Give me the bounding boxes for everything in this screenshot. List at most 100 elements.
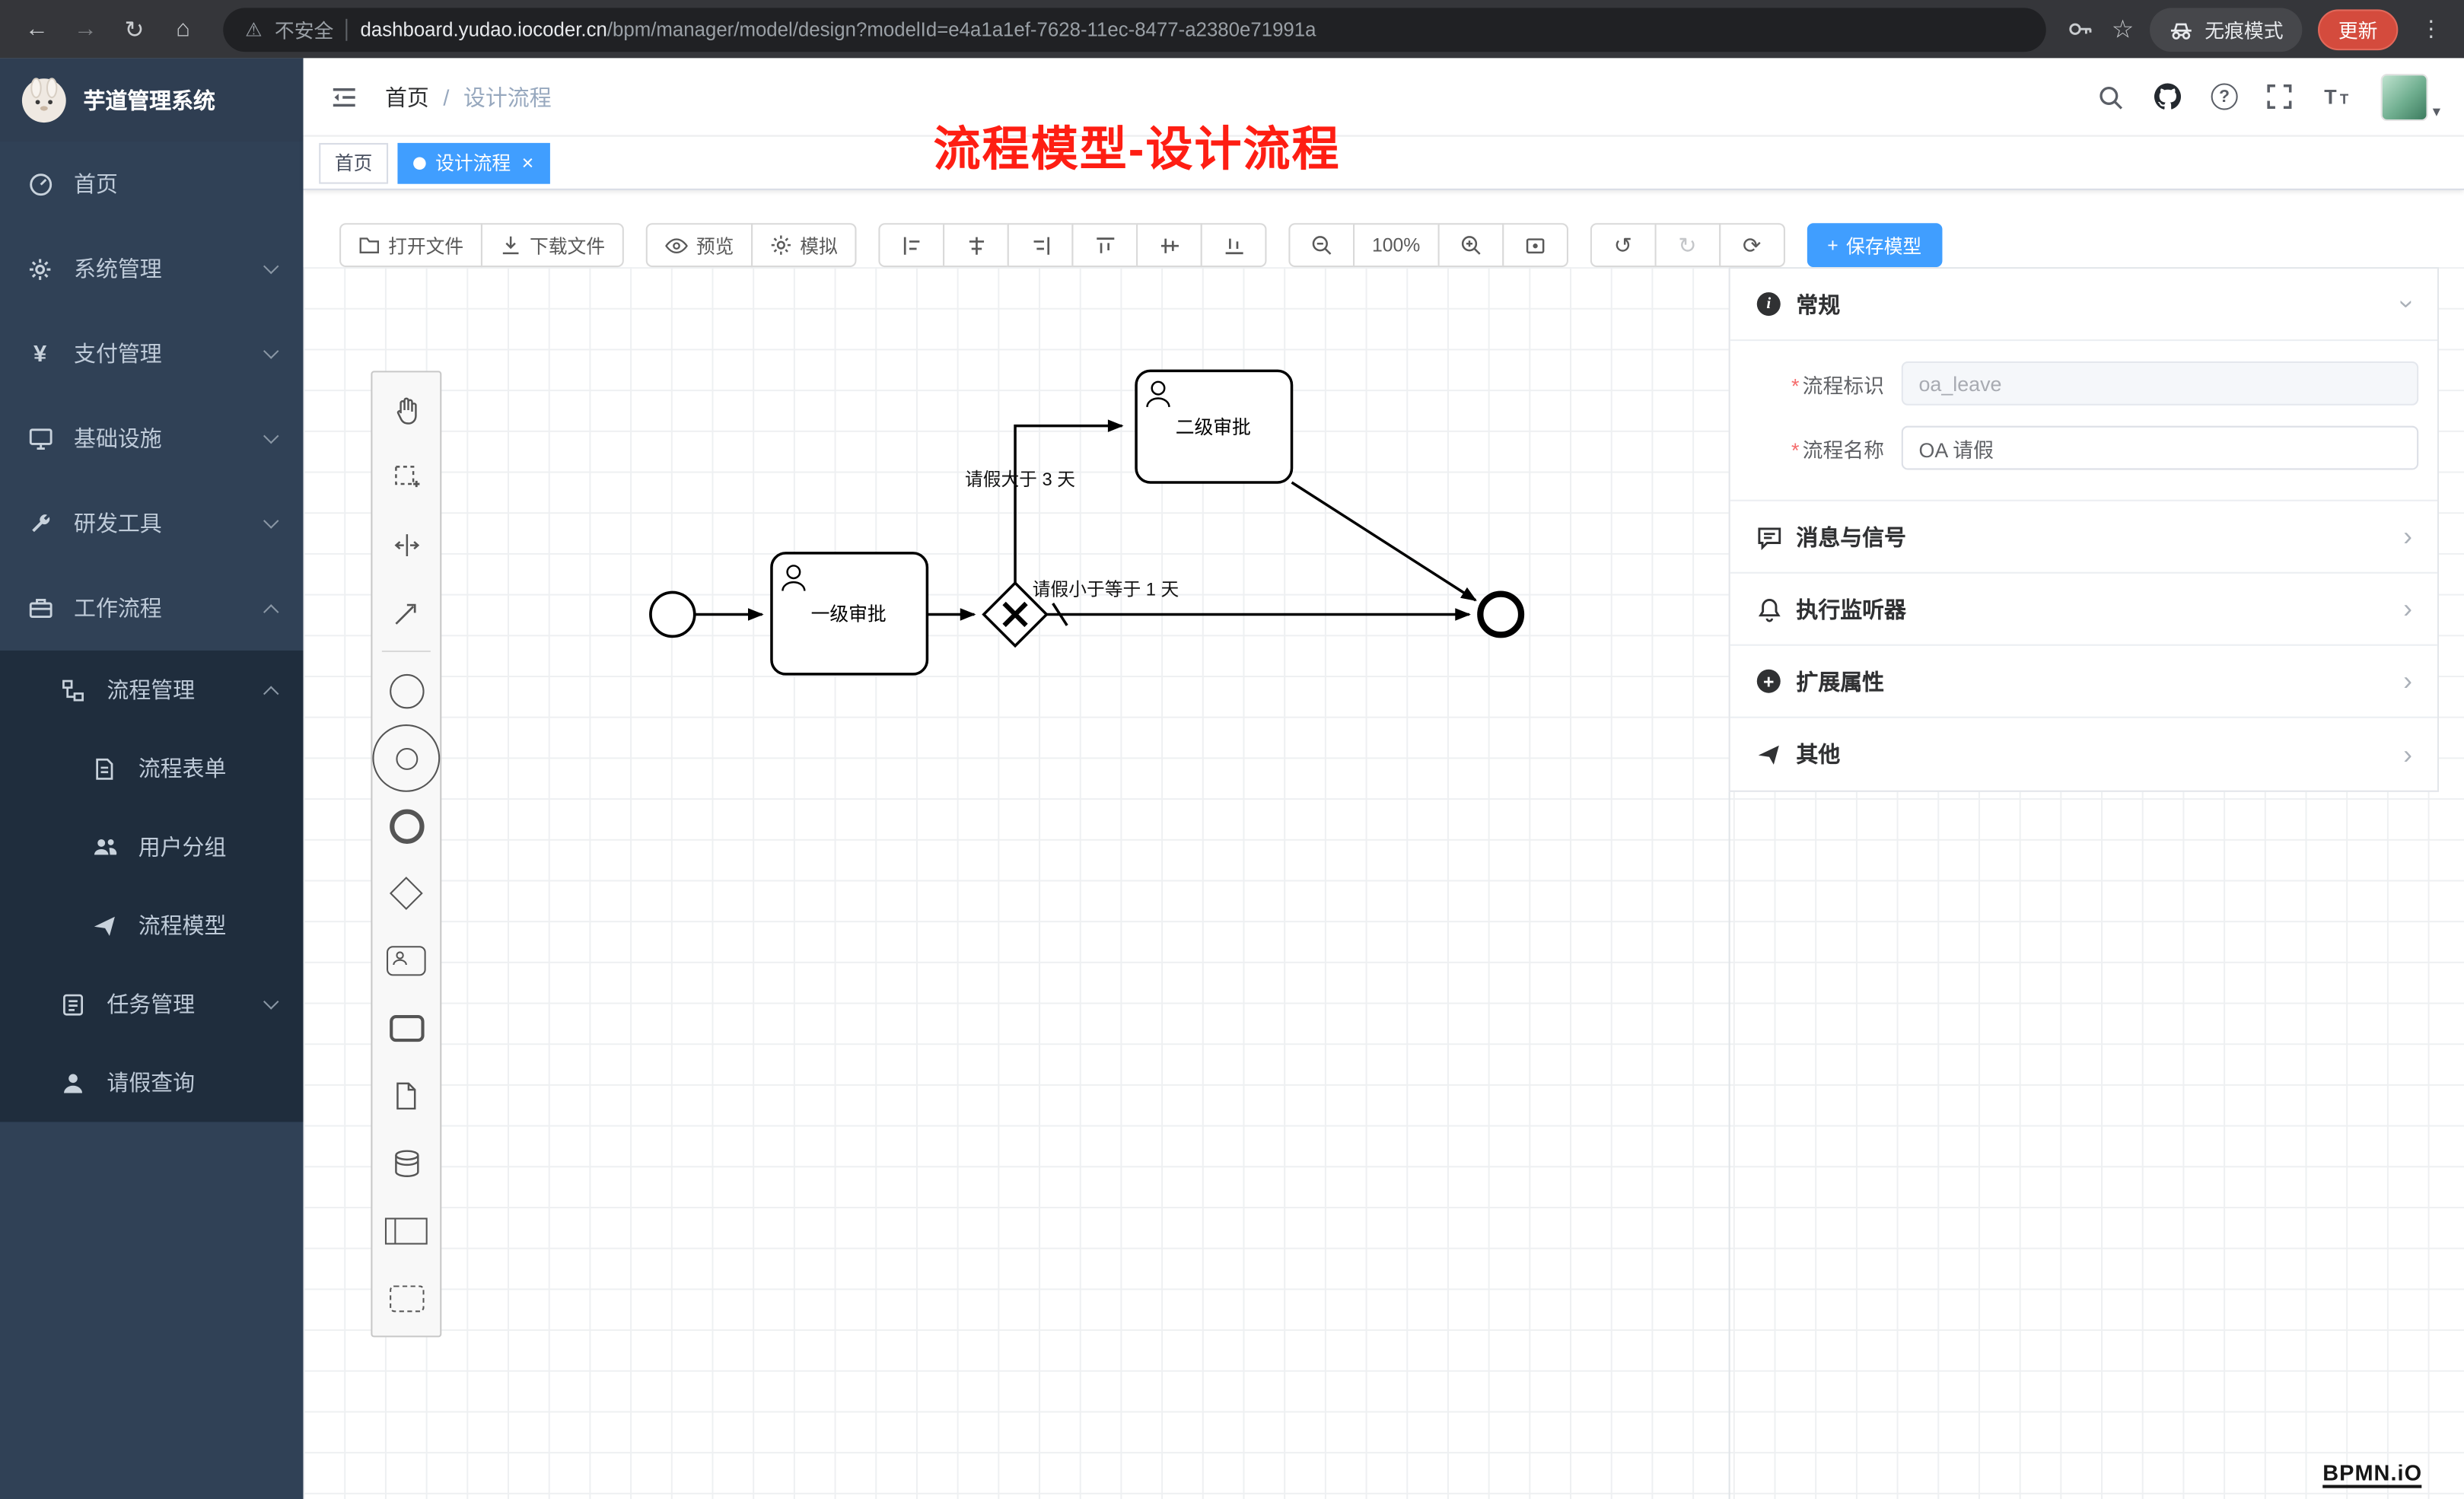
- undo-button[interactable]: ↺: [1590, 223, 1657, 268]
- zoom-out-button[interactable]: [1288, 223, 1355, 268]
- align-right-button[interactable]: [1007, 223, 1074, 268]
- lasso-tool[interactable]: [372, 443, 440, 511]
- search-icon[interactable]: [2095, 81, 2126, 112]
- bpmn-diagram: 一级审批 二级审批: [649, 369, 1525, 676]
- paper-plane-icon: [91, 912, 118, 939]
- section-messages-signals[interactable]: 消息与信号 ›: [1730, 501, 2437, 574]
- forward-button[interactable]: →: [74, 15, 98, 43]
- svg-text:T: T: [2325, 85, 2338, 108]
- info-icon: i: [1756, 291, 1782, 317]
- update-button[interactable]: 更新: [2317, 8, 2399, 50]
- browser-menu-button[interactable]: ⋮: [2420, 15, 2443, 41]
- align-middle-button[interactable]: [1136, 223, 1202, 268]
- sidebar-item-label: 用户分组: [138, 834, 227, 860]
- refresh-button[interactable]: ⟳: [1718, 223, 1785, 268]
- sidebar-item-payment-management[interactable]: ¥ 支付管理: [0, 311, 304, 396]
- sidebar-item-system-management[interactable]: 系统管理: [0, 226, 304, 311]
- hand-tool[interactable]: [372, 376, 440, 444]
- create-start-event[interactable]: [372, 657, 440, 724]
- label-condition-le1: 请假小于等于 1 天: [1033, 580, 1179, 600]
- create-exclusive-gateway[interactable]: [372, 860, 440, 928]
- app-title: 芋道管理系统: [83, 87, 215, 113]
- section-others[interactable]: 其他 ›: [1730, 718, 2437, 791]
- preview-button[interactable]: 预览: [645, 223, 753, 268]
- button-label: 预览: [696, 234, 734, 257]
- create-end-event[interactable]: [372, 792, 440, 860]
- user-task-level2[interactable]: 二级审批: [1135, 369, 1294, 484]
- section-general[interactable]: i 常规 ›: [1730, 269, 2437, 342]
- sequence-flow-task2-to-end[interactable]: [1291, 481, 1477, 602]
- create-user-task[interactable]: [372, 927, 440, 995]
- bpmn-io-watermark[interactable]: BPMN.iO: [2322, 1459, 2423, 1488]
- download-file-button[interactable]: 下载文件: [480, 223, 624, 268]
- address-bar[interactable]: ⚠ 不安全 dashboard.yudao.iocoder.cn/bpm/man…: [223, 7, 2045, 52]
- sidebar-item-process-model[interactable]: 流程模型: [0, 886, 304, 965]
- sidebar-item-label: 支付管理: [74, 341, 162, 367]
- tab-home[interactable]: 首页: [319, 142, 389, 183]
- font-size-icon[interactable]: T T: [2322, 81, 2354, 112]
- user-task-level1[interactable]: 一级审批: [770, 552, 929, 676]
- sidebar-item-process-management[interactable]: 流程管理: [0, 651, 304, 729]
- section-title: 扩展属性: [1796, 668, 1885, 694]
- active-dot: [413, 156, 426, 169]
- password-key-icon[interactable]: [2064, 14, 2096, 45]
- open-file-button[interactable]: 打开文件: [339, 223, 483, 268]
- zoom-reset-button[interactable]: [1501, 223, 1568, 268]
- sidebar-item-infrastructure[interactable]: 基础设施: [0, 396, 304, 481]
- global-connect-tool[interactable]: [372, 578, 440, 646]
- chevron-up-icon: [263, 603, 279, 619]
- section-execution-listeners[interactable]: 执行监听器 ›: [1730, 574, 2437, 646]
- back-button[interactable]: ←: [25, 15, 49, 43]
- close-icon[interactable]: ×: [521, 151, 534, 175]
- home-button[interactable]: ⌂: [176, 15, 190, 43]
- wrench-icon: [27, 510, 53, 536]
- end-event[interactable]: [1477, 590, 1525, 638]
- history-group: ↺ ↻ ⟳: [1590, 223, 1785, 268]
- properties-panel: i 常规 › *流程标识 *流程名称: [1728, 267, 2440, 792]
- sequence-flow-gateway-to-task2[interactable]: [1014, 419, 1124, 584]
- breadcrumb-current: 设计流程: [463, 84, 552, 110]
- bpmn-canvas[interactable]: 打开文件 下载文件: [303, 189, 2464, 1499]
- sidebar-item-devtools[interactable]: 研发工具: [0, 481, 304, 566]
- bookmark-star-icon[interactable]: ☆: [2111, 16, 2135, 43]
- create-group[interactable]: [372, 1265, 440, 1332]
- app-logo-row[interactable]: 芋道管理系统: [0, 58, 304, 142]
- sidebar-item-task-management[interactable]: 任务管理: [0, 965, 304, 1043]
- sidebar-item-process-form[interactable]: 流程表单: [0, 729, 304, 807]
- space-tool[interactable]: [372, 511, 440, 578]
- redo-button[interactable]: ↻: [1654, 223, 1721, 268]
- save-model-button[interactable]: + 保存模型: [1807, 223, 1943, 268]
- align-left-button[interactable]: [878, 223, 945, 268]
- process-key-input[interactable]: [1901, 361, 2419, 406]
- github-icon[interactable]: [2153, 81, 2184, 112]
- fullscreen-icon[interactable]: [2265, 81, 2296, 112]
- zoom-group: 100%: [1288, 223, 1568, 268]
- create-call-activity[interactable]: [372, 995, 440, 1062]
- exclusive-gateway[interactable]: [982, 581, 1049, 648]
- help-icon[interactable]: ?: [2211, 83, 2238, 110]
- align-bottom-button[interactable]: [1200, 223, 1267, 268]
- tab-design-process[interactable]: 设计流程 ×: [397, 142, 550, 183]
- breadcrumb-home[interactable]: 首页: [384, 84, 429, 110]
- start-event[interactable]: [649, 590, 696, 638]
- user-menu[interactable]: ▾: [2380, 73, 2440, 120]
- section-extended-attributes[interactable]: + 扩展属性 ›: [1730, 646, 2437, 718]
- sidebar-item-label: 请假查询: [107, 1070, 196, 1096]
- reload-button[interactable]: ↻: [124, 16, 145, 43]
- align-top-button[interactable]: [1071, 223, 1138, 268]
- sidebar-item-workflow[interactable]: 工作流程: [0, 565, 304, 651]
- avatar[interactable]: [2380, 73, 2428, 120]
- simulate-button[interactable]: 模拟: [751, 223, 857, 268]
- create-data-store[interactable]: [372, 1130, 440, 1198]
- collapse-sidebar-button[interactable]: [327, 79, 361, 113]
- process-name-input[interactable]: [1901, 425, 2419, 470]
- sidebar-item-home[interactable]: 首页: [0, 142, 304, 227]
- sidebar-item-leave-query[interactable]: 请假查询: [0, 1043, 304, 1122]
- create-data-object[interactable]: [372, 1062, 440, 1130]
- align-center-button[interactable]: [943, 223, 1009, 268]
- zoom-in-button[interactable]: [1437, 223, 1504, 268]
- create-intermediate-event[interactable]: [372, 724, 441, 792]
- omnibox-divider: [345, 18, 348, 40]
- sidebar-item-user-group[interactable]: 用户分组: [0, 807, 304, 886]
- create-participant[interactable]: [372, 1198, 440, 1265]
